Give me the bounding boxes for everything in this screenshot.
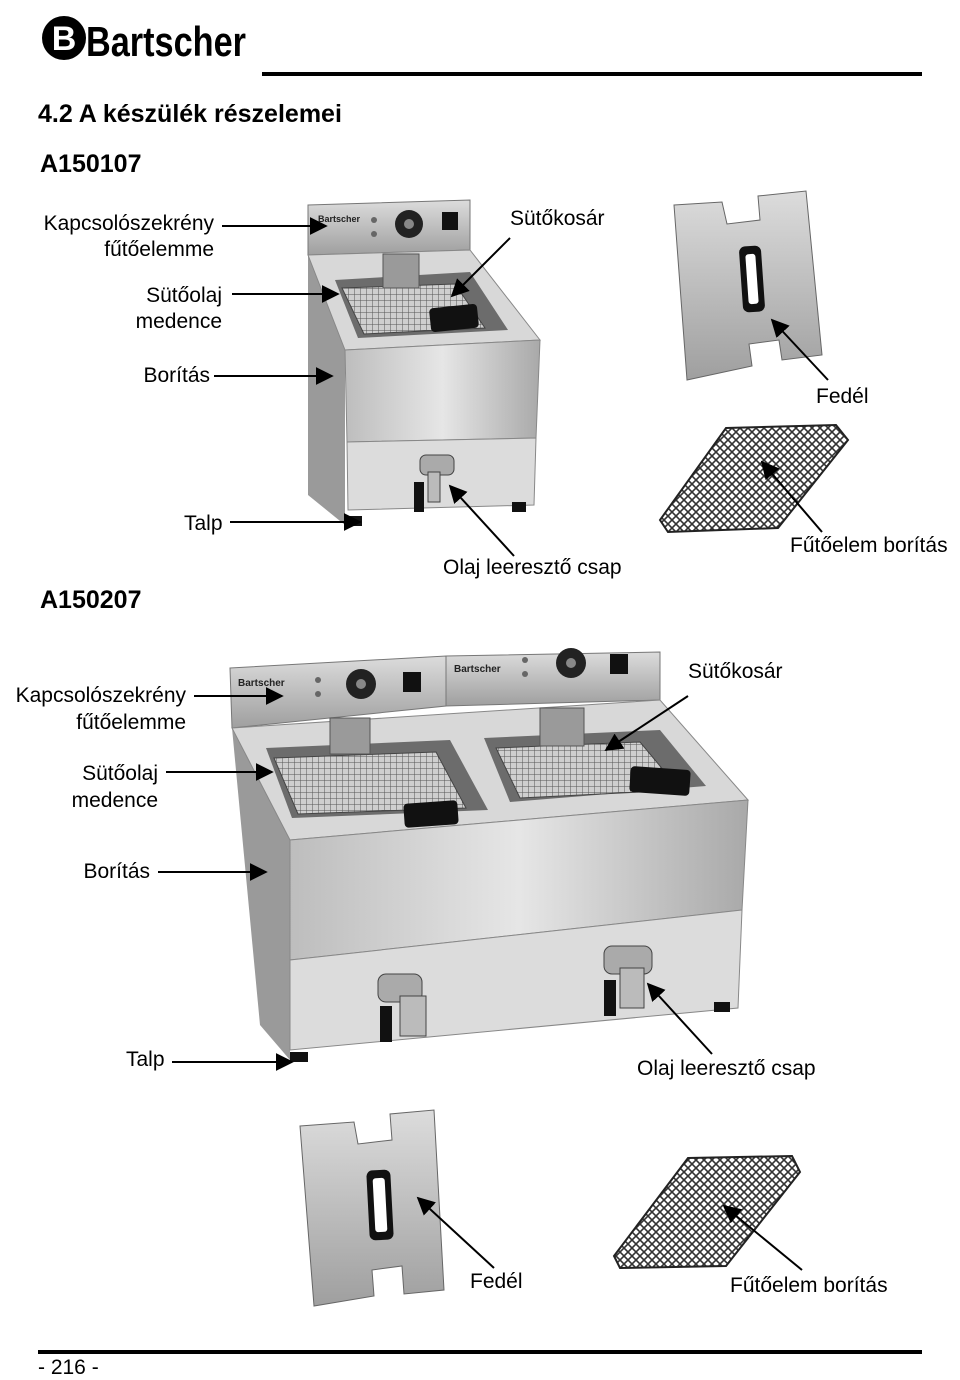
heater-cover-single-image bbox=[658, 423, 850, 534]
svg-text:Bartscher: Bartscher bbox=[238, 678, 285, 689]
header-rule bbox=[262, 72, 922, 76]
label-oil-pan-line2: medence bbox=[135, 310, 222, 333]
label-cover: Borítás bbox=[143, 364, 210, 387]
bartscher-logo: B Bartscher bbox=[40, 4, 250, 68]
model-code-double: A150207 bbox=[40, 586, 142, 614]
label-control-box-line2: fűtőelemme bbox=[104, 238, 214, 261]
label-control-box-line2-double: fűtőelemme bbox=[76, 711, 186, 734]
label-oil-pan-line1: Sütőolaj bbox=[146, 284, 222, 307]
svg-text:Bartscher: Bartscher bbox=[454, 664, 501, 675]
footer-rule bbox=[38, 1350, 922, 1354]
page-number: - 216 - bbox=[38, 1356, 99, 1379]
label-control-box-line1-double: Kapcsolószekrény bbox=[15, 684, 186, 707]
label-foot-double: Talp bbox=[126, 1048, 165, 1071]
label-basket: Sütőkosár bbox=[510, 207, 605, 230]
section-title: 4.2 A készülék részelemei bbox=[38, 100, 342, 128]
label-drain-tap: Olaj leeresztő csap bbox=[443, 556, 622, 579]
label-lid-double: Fedél bbox=[470, 1270, 523, 1293]
label-oil-pan-line2-double: medence bbox=[71, 789, 158, 812]
label-lid: Fedél bbox=[816, 385, 869, 408]
fryer-double-image: Bartscher Bartscher bbox=[229, 648, 750, 1062]
label-drain-tap-double: Olaj leeresztő csap bbox=[637, 1057, 816, 1080]
label-basket-double: Sütőkosár bbox=[688, 660, 783, 683]
svg-text:Bartscher: Bartscher bbox=[86, 18, 246, 65]
label-foot: Talp bbox=[184, 512, 223, 535]
label-heater-cover-double: Fűtőelem borítás bbox=[730, 1274, 888, 1297]
svg-text:Bartscher: Bartscher bbox=[318, 214, 361, 224]
label-cover-double: Borítás bbox=[83, 860, 150, 883]
label-heater-cover: Fűtőelem borítás bbox=[790, 534, 948, 557]
label-oil-pan-line1-double: Sütőolaj bbox=[82, 762, 158, 785]
fryer-single-image: Bartscher bbox=[307, 199, 541, 526]
label-control-box-line1: Kapcsolószekrény bbox=[43, 212, 214, 235]
lid-double-image bbox=[299, 1109, 445, 1307]
lid-single-image bbox=[673, 190, 823, 381]
model-code-single: A150107 bbox=[40, 150, 142, 178]
heater-cover-double-image bbox=[612, 1154, 802, 1270]
svg-text:B: B bbox=[52, 20, 77, 58]
